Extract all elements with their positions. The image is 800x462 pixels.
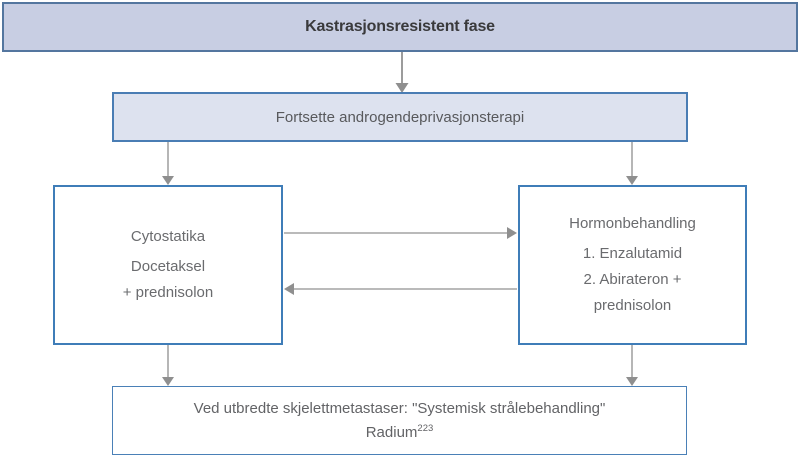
cytostatics-line: Docetaksel (130, 258, 206, 275)
castration-phase-box: Kastrasjonsresistent fase (2, 2, 798, 52)
radium-superscript: 223 (417, 422, 434, 434)
arrow-hormone-to-radiotherapy (626, 345, 638, 386)
castration-phase-label: Kastrasjonsresistent fase (305, 18, 495, 35)
hormone-treatment-title: Hormonbehandling (569, 215, 696, 232)
arrow-hormone-to-cytostatics (284, 283, 517, 295)
hormone-treatment-line: prednisolon (593, 297, 672, 314)
radiotherapy-box: Ved utbredte skjelettmetastaser: "System… (112, 386, 687, 455)
radium-label: Radium (365, 423, 418, 441)
hormone-treatment-line: 1. Enzalutamid (582, 245, 683, 262)
arrow-adt-to-hormone (626, 142, 638, 185)
radiotherapy-line: Ved utbredte skjelettmetastaser: "System… (193, 399, 606, 417)
arrow-cytostatics-to-hormone (284, 227, 517, 239)
hormone-treatment-line: 2. Abirateron + (583, 271, 682, 288)
arrow-adt-to-cytostatics (162, 142, 174, 185)
cytostatics-line: + prednisolon (122, 284, 214, 301)
arrow-cytostatics-to-radiotherapy (162, 345, 174, 386)
radiotherapy-radium-line: Radium223 (366, 421, 434, 445)
arrow-castration-to-adt (395, 52, 409, 93)
adt-label: Fortsette androgendeprivasjonsterapi (275, 108, 525, 126)
cytostatics-box: Cytostatika Docetaksel + prednisolon (53, 185, 283, 345)
cytostatics-title: Cytostatika (130, 228, 206, 245)
adt-box: Fortsette androgendeprivasjonsterapi (112, 92, 688, 142)
hormone-treatment-box: Hormonbehandling 1. Enzalutamid 2. Abira… (518, 185, 747, 345)
